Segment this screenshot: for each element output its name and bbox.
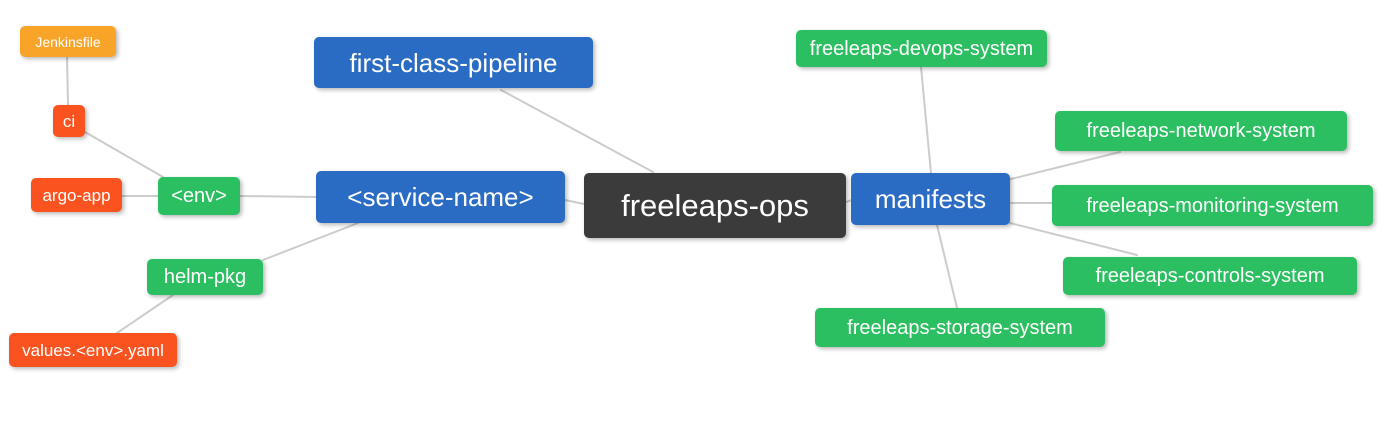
mindmap-node-label: <service-name> (347, 182, 534, 212)
edge-service-name-to-freeleaps-ops (564, 199, 585, 205)
edge-helm-pkg-to-service-name (262, 222, 359, 261)
edge-manifests-to-freeleaps-controls-system (1009, 222, 1138, 256)
mindmap-node-first-class-pipeline[interactable]: first-class-pipeline (314, 37, 593, 88)
mindmap-node-label: ci (62, 111, 76, 131)
mindmap-node-jenkinsfile[interactable]: Jenkinsfile (20, 26, 116, 57)
mindmap-node-manifests[interactable]: manifests (851, 173, 1010, 225)
mindmap-node-label: values.<env>.yaml (22, 340, 164, 360)
mindmap-node-freeleaps-ops[interactable]: freeleaps-ops (584, 173, 846, 238)
edge-ci-to-env (84, 131, 164, 178)
edge-env-to-service-name (239, 195, 317, 198)
mindmap-node-label: freeleaps-storage-system (847, 316, 1073, 339)
mindmap-node-label: freeleaps-controls-system (1095, 265, 1325, 287)
mindmap-node-ci[interactable]: ci (53, 105, 85, 137)
mindmap-node-freeleaps-storage-system[interactable]: freeleaps-storage-system (815, 308, 1105, 347)
mindmap-node-freeleaps-network-system[interactable]: freeleaps-network-system (1055, 111, 1347, 151)
mindmap-node-label: freeleaps-monitoring-system (1086, 194, 1339, 217)
mindmap-node-argo-app[interactable]: argo-app (31, 178, 122, 212)
mindmap-node-freeleaps-monitoring-system[interactable]: freeleaps-monitoring-system (1052, 185, 1373, 226)
mindmap-node-label: freeleaps-ops (621, 188, 809, 223)
mindmap-node-label: Jenkinsfile (35, 33, 101, 50)
edge-first-class-pipeline-to-freeleaps-ops (500, 89, 654, 173)
mindmap-node-freeleaps-devops-system[interactable]: freeleaps-devops-system (796, 30, 1047, 67)
edge-manifests-to-freeleaps-network-system (1010, 151, 1121, 180)
edge-manifests-to-freeleaps-storage-system (936, 224, 958, 309)
edge-jenkinsfile-to-ci (66, 56, 69, 106)
mindmap-node-label: helm-pkg (163, 266, 247, 288)
mindmap-node-values-env-yaml[interactable]: values.<env>.yaml (9, 333, 177, 367)
mindmap-node-label: manifests (874, 184, 987, 214)
mindmap-node-label: argo-app (42, 185, 111, 205)
mindmap-node-label: <env> (171, 185, 227, 207)
mindmap-node-label: first-class-pipeline (349, 47, 558, 78)
mindmap-node-env[interactable]: <env> (158, 177, 240, 215)
mindmap-node-freeleaps-controls-system[interactable]: freeleaps-controls-system (1063, 257, 1357, 295)
mindmap-node-label: freeleaps-network-system (1086, 120, 1316, 142)
mindmap-node-service-name[interactable]: <service-name> (316, 171, 565, 223)
edge-values-env-yaml-to-helm-pkg (116, 294, 174, 334)
mindmap-node-helm-pkg[interactable]: helm-pkg (147, 259, 263, 295)
edge-manifests-to-freeleaps-devops-system (920, 66, 932, 174)
mindmap-node-label: freeleaps-devops-system (809, 37, 1034, 60)
